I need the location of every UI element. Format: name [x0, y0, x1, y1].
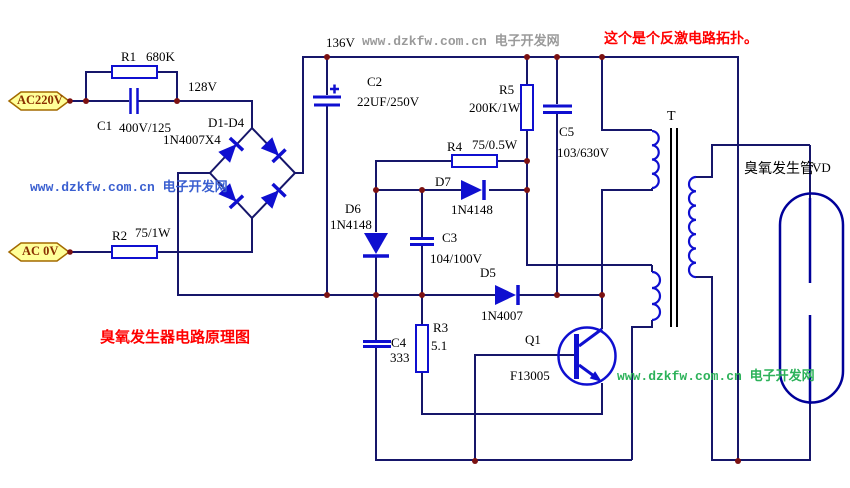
- q1-emitter-arrow-icon: [589, 371, 602, 382]
- watermark-left: www.dzkfw.com.cn 电子开发网: [30, 180, 228, 195]
- bridge-rectifier-d1-d4: [218, 136, 287, 210]
- ozone-tube-vd: [778, 192, 845, 404]
- capacitor-c2: [313, 84, 341, 107]
- resistor-r2: [111, 245, 158, 259]
- diode-d5: [495, 285, 520, 305]
- label-c1-value: 400V/125: [119, 120, 171, 135]
- label-r3-ref: R3: [433, 320, 449, 335]
- label-d7-value: 1N4148: [451, 202, 493, 217]
- capacitor-c5: [543, 104, 572, 114]
- resistor-r1: [111, 65, 158, 79]
- label-c2-value: 22UF/250V: [357, 94, 420, 109]
- label-c4-ref: C4: [391, 335, 407, 350]
- resistor-r5: [520, 84, 534, 131]
- label-c2-ref: C2: [367, 74, 383, 89]
- label-transformer-ref: T: [667, 109, 676, 124]
- label-bridge-value: 1N4007X4: [163, 132, 221, 147]
- net-label-136v: 136V: [326, 35, 355, 50]
- wire-feedback-winding: [631, 265, 653, 460]
- label-d5-ref: D5: [480, 265, 496, 280]
- label-c1-ref: C1: [97, 118, 113, 133]
- transformer-core-icon: [670, 128, 678, 327]
- label-r1-value: 680K: [146, 49, 175, 64]
- feedback-winding-coil: [651, 270, 662, 322]
- primary-winding-coil: [651, 129, 660, 190]
- transformer-t: [651, 128, 697, 327]
- wire-c3-r3-emitter: [421, 190, 603, 415]
- wire-primary-bottom-collector: [601, 188, 653, 329]
- q1-emitter-lead: [578, 363, 595, 378]
- capacitor-c3: [410, 237, 434, 246]
- label-d6-ref: D6: [345, 201, 361, 216]
- label-r4-value: 75/0.5W: [472, 137, 518, 152]
- wire-ac220-input: [70, 71, 253, 128]
- label-c3-value: 104/100V: [430, 251, 482, 266]
- label-r4-ref: R4: [447, 139, 463, 154]
- watermark-top: www.dzkfw.com.cn 电子开发网: [362, 34, 560, 49]
- bridge-diode-3-icon: [218, 183, 245, 210]
- label-tube-name: 臭氧发生管: [744, 162, 814, 177]
- flyback-note: 这个是个反激电路拓扑。: [604, 32, 758, 47]
- resistor-r4: [451, 154, 498, 168]
- label-c5-value: 103/630V: [557, 145, 609, 160]
- diode-d7: [461, 180, 486, 200]
- terminal-ac0v-label: AC 0V: [22, 244, 59, 258]
- wire-dc-positive-rail: [295, 56, 739, 461]
- wire-c4-base-rail: [375, 295, 632, 461]
- diode-d6: [363, 233, 389, 258]
- wire-secondary-tube-loop: [696, 144, 811, 461]
- plus-sign-icon: [330, 84, 339, 94]
- wire-node-a-r4-d7: [375, 160, 527, 295]
- label-d7-ref: D7: [435, 174, 451, 189]
- bridge-diode-4-icon: [260, 182, 287, 209]
- capacitor-c1: [129, 88, 139, 114]
- label-r5-value: 200K/1W: [469, 100, 521, 115]
- label-c4-value: 333: [390, 350, 410, 365]
- label-c5-ref: C5: [559, 124, 575, 139]
- label-c3-ref: C3: [442, 230, 458, 245]
- bridge-diode-1-icon: [218, 136, 245, 163]
- label-r3-value: 5.1: [431, 338, 448, 353]
- watermark-bottom-right: www.dzkfw.com.cn 电子开发网: [617, 369, 815, 384]
- junction-dots: [67, 54, 741, 464]
- label-q1-ref: Q1: [525, 332, 541, 347]
- label-r5-ref: R5: [499, 82, 515, 97]
- label-q1-value: F13005: [510, 368, 550, 383]
- wire-ac0-input: [72, 218, 253, 253]
- q1-base-bar: [574, 334, 579, 379]
- wire-primary-top: [601, 57, 652, 131]
- wire-r5-snubber-branch: [526, 57, 652, 266]
- wire-bridge-diamond: [208, 126, 297, 220]
- wire-ground-rail: [177, 172, 602, 296]
- label-r2-value: 75/1W: [135, 225, 171, 240]
- net-label-128v: 128V: [188, 79, 217, 94]
- label-d6-value: 1N4148: [330, 217, 372, 232]
- q1-collector-lead: [578, 327, 603, 348]
- resistor-r3: [415, 324, 429, 373]
- secondary-winding-coil: [687, 175, 697, 279]
- transistor-q1: [557, 326, 617, 386]
- terminal-ac220v-label: AC220V: [17, 93, 63, 107]
- wire-base-drive: [474, 354, 574, 461]
- wires: [70, 56, 811, 461]
- bridge-diode-2-icon: [260, 137, 287, 164]
- label-r2-ref: R2: [112, 228, 128, 243]
- label-d5-value: 1N4007: [481, 308, 523, 323]
- capacitor-c4: [363, 340, 391, 348]
- tube-outline: [778, 192, 845, 404]
- label-tube-ref: VD: [812, 160, 831, 175]
- label-bridge-ref: D1-D4: [208, 115, 245, 130]
- diagram-title: 臭氧发生器电路原理图: [100, 330, 251, 346]
- label-r1-ref: R1: [121, 49, 137, 64]
